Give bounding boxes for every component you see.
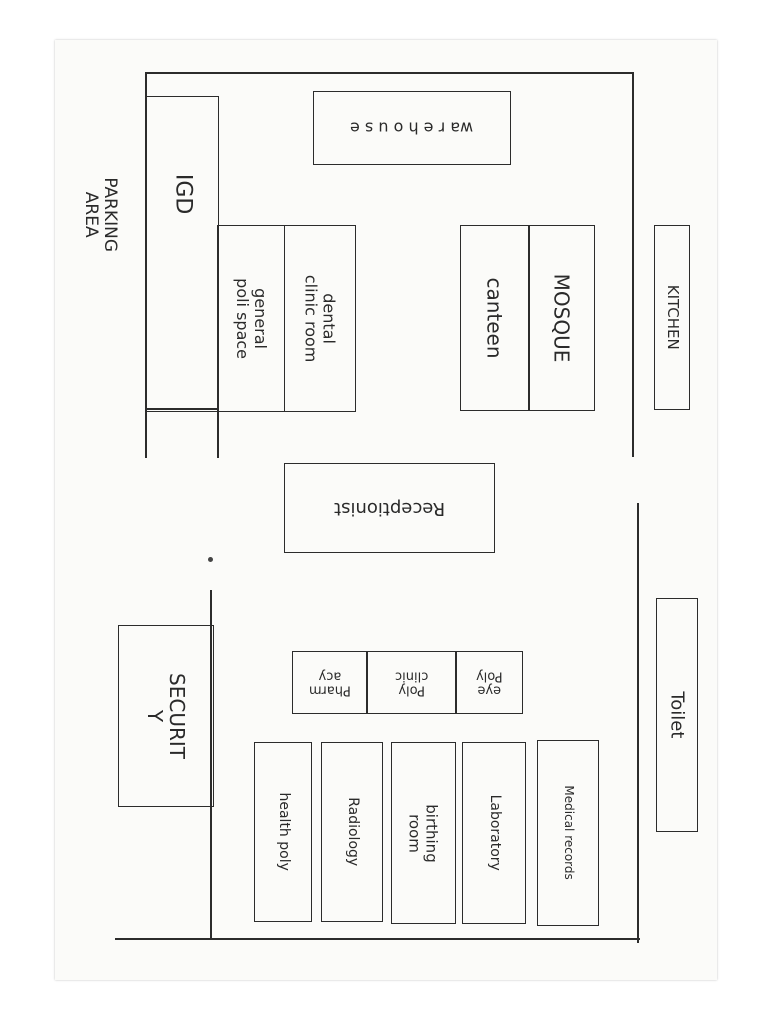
wall-right-upper xyxy=(632,72,634,457)
room-general-poli: general poli space xyxy=(217,225,285,412)
room-health-poly-label: health poly xyxy=(275,792,292,872)
room-pharmacy: Pharm acy xyxy=(292,651,368,714)
wall-entrance-side xyxy=(145,408,147,458)
wall-entrance-side-2 xyxy=(217,408,219,458)
wall-entrance xyxy=(145,408,217,410)
room-toilet-label: Toilet xyxy=(666,691,688,739)
room-warehouse: wa r e h o u s e xyxy=(313,91,511,165)
room-security-label: SECURIT Y xyxy=(142,673,189,759)
room-poly-clinic: Poly clinic xyxy=(366,651,457,714)
room-birthing-label: birthing room xyxy=(406,803,441,863)
room-mosque: MOSQUE xyxy=(528,225,595,411)
room-birthing: birthing room xyxy=(391,742,456,924)
wall-bottom xyxy=(115,938,640,940)
room-dental-label: dental clinic room xyxy=(302,274,339,363)
room-canteen-label: canteen xyxy=(483,277,507,359)
room-medical-records: Medical records xyxy=(537,740,599,926)
room-poly-clinic-label: Poly clinic xyxy=(394,668,429,698)
room-laboratory-label: Laboratory xyxy=(486,794,503,872)
room-mosque-label: MOSQUE xyxy=(549,273,574,363)
room-laboratory: Laboratory xyxy=(462,742,526,924)
parking-area-label: PARKING AREA xyxy=(80,177,120,253)
room-kitchen: KITCHEN xyxy=(654,225,690,410)
room-general-poli-label: general poli space xyxy=(233,278,270,359)
room-pharmacy-label: Pharm acy xyxy=(309,668,351,698)
room-toilet: Toilet xyxy=(656,598,698,832)
room-eye-poly-label: eye Poly xyxy=(475,668,503,698)
room-medical-records-label: Medical records xyxy=(561,785,576,881)
ink-dot xyxy=(208,557,213,562)
room-health-poly: health poly xyxy=(254,742,312,922)
paper-sheet xyxy=(55,40,717,980)
room-radiology-label: Radiology xyxy=(344,797,361,867)
room-security: SECURIT Y xyxy=(118,625,214,807)
wall-right-lower xyxy=(637,503,639,943)
room-receptionist-label: Receptionist xyxy=(333,497,446,519)
wall-inner-lower xyxy=(210,590,212,940)
room-radiology: Radiology xyxy=(321,742,383,922)
room-igd-label: IGD xyxy=(170,173,196,215)
room-eye-poly: eye Poly xyxy=(455,651,523,714)
room-receptionist: Receptionist xyxy=(284,463,495,553)
room-dental: dental clinic room xyxy=(284,225,356,412)
room-canteen: canteen xyxy=(460,225,530,411)
room-igd: IGD xyxy=(145,96,219,412)
room-kitchen-label: KITCHEN xyxy=(663,285,682,350)
room-warehouse-label: wa r e h o u s e xyxy=(350,118,474,138)
wall-top xyxy=(145,72,632,74)
parking-area: PARKING AREA xyxy=(40,175,160,255)
